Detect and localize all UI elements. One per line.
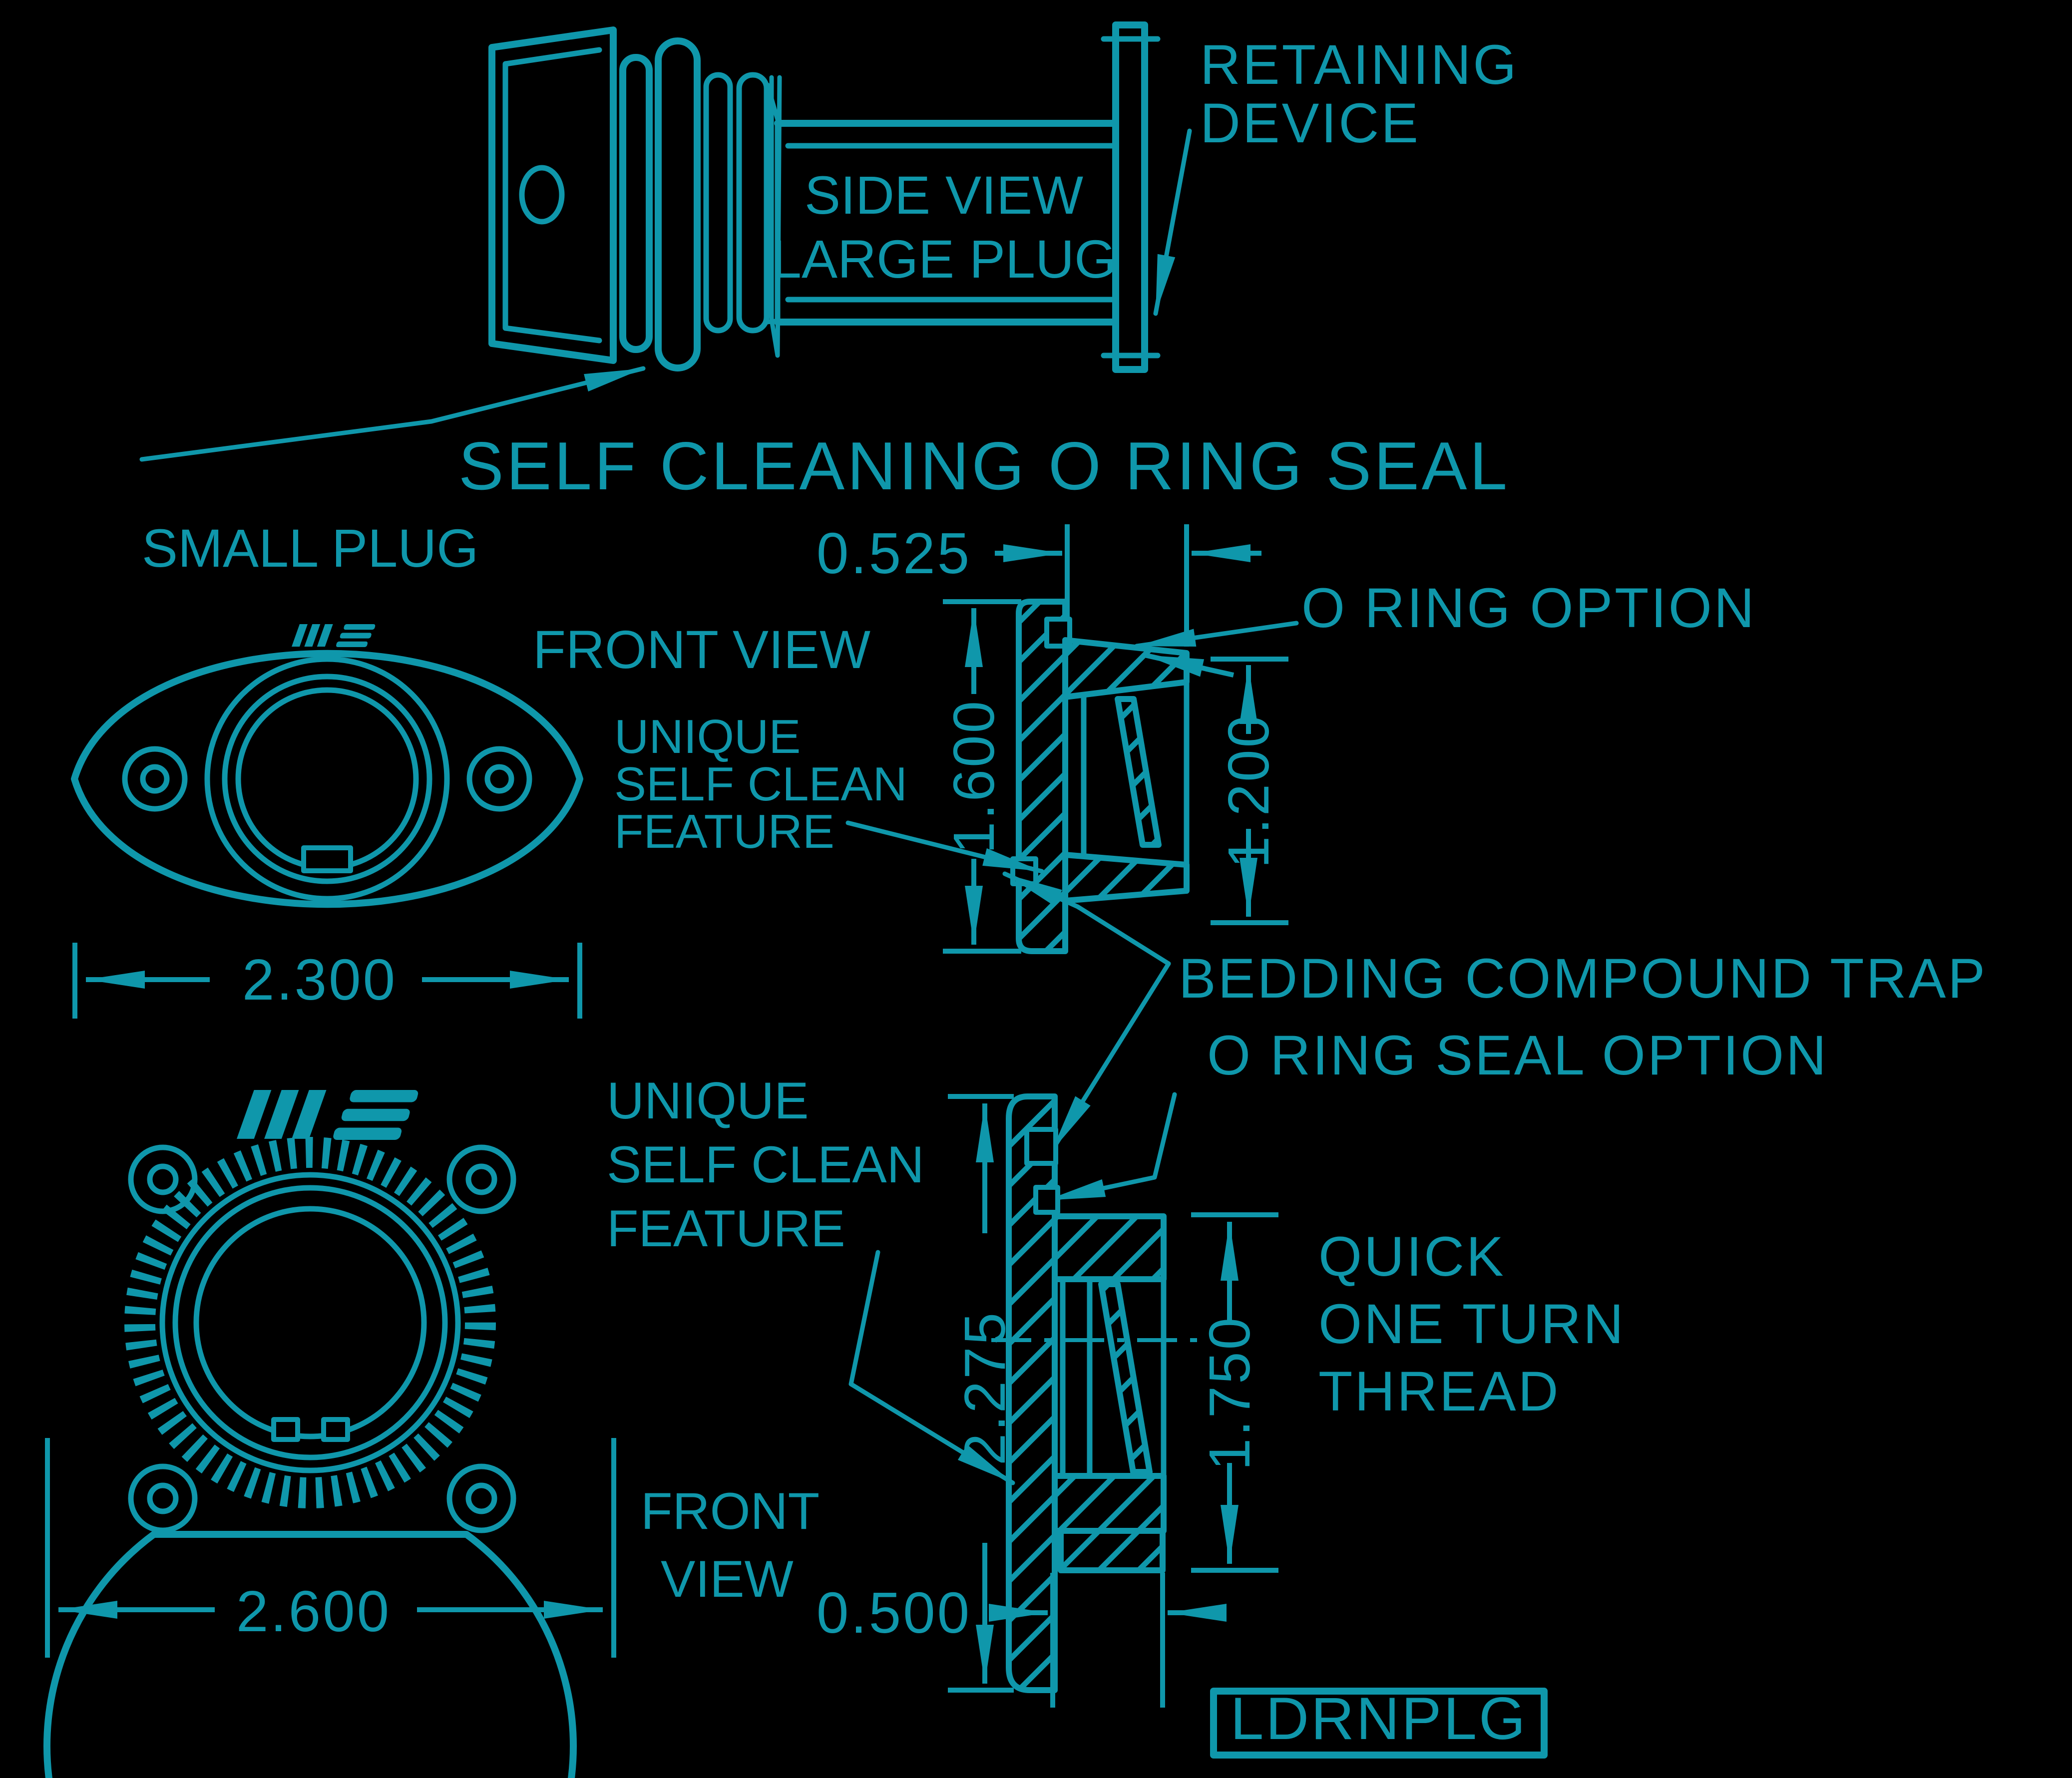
self-cleaning-label: SELF CLEANING O RING SEAL [458,428,1510,504]
oring-seal-option-label: O RING SEAL OPTION [1207,1024,1828,1086]
seal-ring-mid [172,1185,448,1460]
part-number-text: LDRNPLG [1231,1685,1528,1752]
side-view-title-1: SIDE VIEW [805,165,1083,225]
thread-note-line2: ONE TURN [1318,1293,1626,1355]
small-unique-line1: UNIQUE [614,710,801,763]
small-unique-leader-arrow [845,820,1044,874]
thread-note-line3: THREAD [1318,1360,1560,1422]
small-plug-cross-section: 0.525 1.600 1.200 O RING OPTION UNIQUE S… [614,521,1756,954]
bolt-hole-top-left [128,1144,198,1214]
dim-2275: 2.275 [948,1094,1017,1693]
thread-note-line1: QUICK [1318,1225,1506,1288]
side-view-title-2: LARGE PLUG [772,229,1116,289]
large-unique-leader-arrow [848,1250,1015,1485]
retaining-device-label-1: RETAINING [1200,33,1519,96]
dim-0500: 0.500 [817,1573,1227,1708]
small-plug-title: SMALL PLUG [142,518,478,578]
bore-circle [193,1206,427,1439]
dim-2300: 2.300 [72,943,582,1019]
large-plug-flange-outline [43,1531,577,1778]
plug-body [765,82,1118,326]
small-section-inner-wall [1115,696,1162,848]
dim-1600-value: 1.600 [941,699,1006,854]
oring-option-leader [1134,621,1299,649]
large-plug-cross-section: 2.275 1.750 0.500 UNIQUE SELF CLEAN FEAT… [607,1072,1626,1708]
large-front-view-label-1: FRONT [641,1482,820,1540]
o-ring-rib-2 [655,37,701,371]
seal-ring-outer [159,1172,461,1473]
large-unique-line3: FEATURE [607,1200,845,1258]
large-unique-line2: SELF CLEAN [607,1136,924,1194]
large-section-bottom-wall [1052,1473,1167,1534]
small-unique-line3: FEATURE [614,805,834,858]
small-plug-flange-outline [71,650,583,908]
large-section-thread-wall [1098,1281,1153,1475]
dim-0500-value: 0.500 [817,1580,971,1645]
large-section-neck [1058,1528,1166,1573]
large-section-top-wall [1052,1213,1167,1282]
small-unique-feature-label: UNIQUE SELF CLEAN FEATURE [614,710,907,858]
bolt-hole-left [122,746,188,812]
large-unique-line1: UNIQUE [607,1072,809,1130]
oring-option-label: O RING OPTION [1301,577,1756,639]
bore-lug-right [321,1417,350,1442]
large-plug-front-view: 2.600 FRONT VIEW [43,1090,820,1778]
bore-key-notch [301,845,353,873]
retaining-leader-arrow [1153,128,1192,316]
dim-1600: 1.600 [941,599,1021,954]
bolt-hole-bottom-right [446,1463,516,1533]
small-section-top-wall [1062,637,1190,700]
head-hole [519,165,565,225]
dim-2275-value: 2.275 [952,1311,1017,1465]
bedding-leader-up-arrow [1002,871,1171,966]
retaining-device-label-2: DEVICE [1200,92,1420,154]
knurl-ring [124,1137,496,1508]
dim-0525-value: 0.525 [817,521,971,586]
brand-logo-icon [237,1090,419,1140]
seal-ring-mid [222,674,432,884]
dim-2600: 2.600 [45,1438,616,1658]
small-plug-view-label: FRONT VIEW [533,619,870,680]
o-ring-rib-4 [736,72,770,334]
plug-head-inner-face [502,47,602,344]
thread-note: QUICK ONE TURN THREAD [1318,1225,1626,1422]
self-cleaning-leader-arrow [139,366,646,462]
dim-2300-value: 2.300 [242,947,397,1012]
dim-0525: 0.525 [817,521,1261,647]
small-section-bottom-wall [1062,852,1190,904]
large-front-view-label-2: VIEW [661,1550,794,1608]
small-plug-front-view: SMALL PLUG FRONT VIEW 2.300 [71,518,870,1019]
part-number-box: LDRNPLG [1210,1685,1548,1759]
bore-lug-left [271,1417,300,1442]
small-unique-line2: SELF CLEAN [614,757,907,811]
retaining-flange [1101,21,1161,373]
dim-1200: 1.200 [1211,657,1288,925]
plug-head [488,26,617,364]
bedding-trap-label: BEDDING COMPOUND TRAP [1179,947,1987,1010]
brand-logo-icon [292,624,376,648]
o-ring-rib-3 [703,72,733,334]
bore-circle [235,687,419,871]
bolt-hole-top-right [446,1144,516,1214]
o-ring-rib-1 [619,54,653,353]
bolt-hole-right [466,746,532,812]
dim-1200-value: 1.200 [1216,713,1281,868]
side-view-large-plug: SIDE VIEW LARGE PLUG RETAINING DEVICE SE… [139,21,1519,504]
oring-option-arrow [1144,653,1235,678]
large-section-flange [1006,1093,1058,1693]
mid-labels: BEDDING COMPOUND TRAP O RING SEAL OPTION [1002,871,1987,1203]
dim-1750-value: 1.750 [1197,1316,1262,1470]
oring-seal-leader-arrow [1044,1092,1177,1203]
dim-2600-value: 2.600 [236,1579,391,1644]
bedding-leader-down-arrow [1049,961,1171,1153]
bolt-hole-bottom-left [128,1463,198,1533]
large-oring-groove-notch [1033,1185,1060,1215]
large-unique-feature-label: UNIQUE SELF CLEAN FEATURE [607,1072,924,1258]
seal-ring-outer [204,656,450,902]
large-bedding-trap-notch [1024,1127,1058,1166]
dim-1750: 1.750 [1191,1212,1278,1573]
